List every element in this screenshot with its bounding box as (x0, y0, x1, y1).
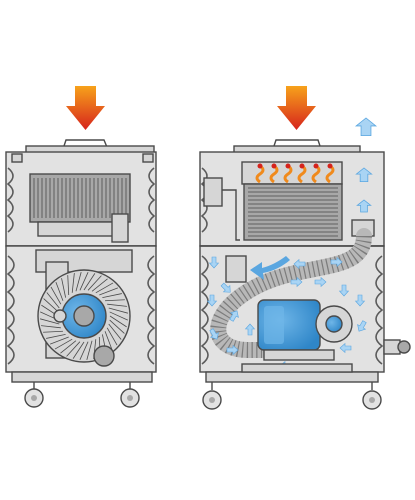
fan-blade (46, 292, 60, 309)
heating-coil-icon (241, 161, 343, 241)
fan-blade (105, 299, 125, 302)
airflow-arrow-icon (208, 256, 220, 269)
fan-blade (109, 315, 127, 328)
heating-coil (325, 164, 335, 184)
heat-exchanger (29, 173, 131, 243)
fan-blade (50, 286, 62, 305)
heating-coil (283, 164, 293, 184)
airflow-arrow-icon (330, 256, 343, 268)
fan-blade (79, 341, 89, 360)
heat-arrow-down-icon (66, 86, 105, 130)
fan-blade (43, 330, 63, 333)
airflow-arrow-icon (357, 320, 367, 332)
insulation-lower-right (375, 255, 384, 365)
fan-blade (71, 273, 75, 293)
right-latch (142, 153, 154, 163)
fan-blade (87, 275, 102, 291)
airflow-arrow-icon (354, 294, 366, 307)
heating-coil (255, 164, 265, 184)
electric-motor-icon (257, 299, 353, 361)
intake-grille (225, 255, 247, 283)
caster-wheel-icon (362, 382, 382, 410)
side-cable-gland (383, 339, 411, 355)
fan-blade (61, 278, 67, 298)
airflow-arrow-icon (229, 310, 239, 322)
fan-blade (54, 338, 73, 350)
flexible-hose-icon (210, 228, 372, 358)
airflow-arrow-icon (244, 323, 256, 336)
fan-blade (107, 303, 127, 307)
left-latch (11, 153, 23, 163)
fan-blade (43, 298, 59, 313)
airflow-arrow-icon (220, 282, 231, 293)
fan-blade (108, 307, 129, 314)
insulation-upper-right (148, 167, 156, 233)
insulation-lower-right (147, 255, 156, 365)
exhaust-arrow-up-icon (354, 117, 378, 136)
fan-blade (79, 272, 89, 291)
radial-fan-icon (37, 269, 131, 363)
front-section-view (5, 86, 157, 408)
insulation-upper-left (6, 167, 14, 233)
coil-terminal (299, 163, 305, 169)
fan-blade (99, 287, 119, 296)
fan-blade (55, 281, 64, 301)
power-connector-icon (203, 177, 223, 207)
fan-blade (49, 336, 69, 345)
fan-blade (39, 318, 60, 325)
fan-blade (109, 311, 128, 321)
coil-terminal (327, 163, 333, 169)
airflow-arrow-icon (290, 276, 303, 288)
fan-blade (91, 278, 108, 292)
airflow-arrow-icon (250, 256, 290, 280)
fan-blade (72, 341, 85, 359)
side-section-view (199, 86, 411, 410)
coil-terminal (257, 163, 263, 169)
insulation-lower-left (200, 255, 209, 365)
heating-coil (297, 164, 307, 184)
fan-blade (46, 333, 66, 339)
drain-fitting (93, 345, 115, 367)
base-frame (205, 371, 379, 383)
fan-blade (60, 340, 77, 354)
fan-blade (95, 282, 114, 294)
airflow-arrow-icon (293, 258, 306, 270)
coil-terminal (285, 163, 291, 169)
fan-blade (86, 340, 93, 361)
coil-terminal (271, 163, 277, 169)
fan-blade (102, 293, 122, 299)
airflow-arrow-icon (209, 328, 219, 340)
fan-blade (104, 331, 113, 351)
fan-blade (109, 319, 125, 334)
exhaust-arrow-up-icon (355, 167, 373, 182)
airflow-arrow-icon (338, 284, 350, 297)
fan-blade (83, 273, 96, 291)
airflow-arrow-icon (226, 344, 239, 356)
fan-blade (106, 327, 118, 346)
base-frame (11, 371, 153, 383)
airflow-arrow-icon (206, 294, 218, 307)
caster-wheel-icon (202, 382, 222, 410)
heat-arrow-down-icon (277, 86, 316, 130)
base-skid (241, 363, 353, 373)
fan-blade (67, 275, 70, 295)
airflow-arrow-icon (314, 276, 327, 288)
insulation-lower-left (6, 255, 15, 365)
airflow-arrow-icon (339, 342, 352, 354)
fan-blade (108, 323, 122, 340)
exhaust-arrow-up-icon (356, 199, 372, 213)
fan-blade (66, 341, 81, 357)
caster-wheel-icon (24, 382, 44, 408)
internal-cable (222, 189, 240, 241)
fan-blade (41, 325, 61, 329)
caster-wheel-icon (120, 382, 140, 408)
heating-coil (269, 164, 279, 184)
coil-terminal (313, 163, 319, 169)
fan-blade (75, 271, 82, 292)
heating-coil (311, 164, 321, 184)
